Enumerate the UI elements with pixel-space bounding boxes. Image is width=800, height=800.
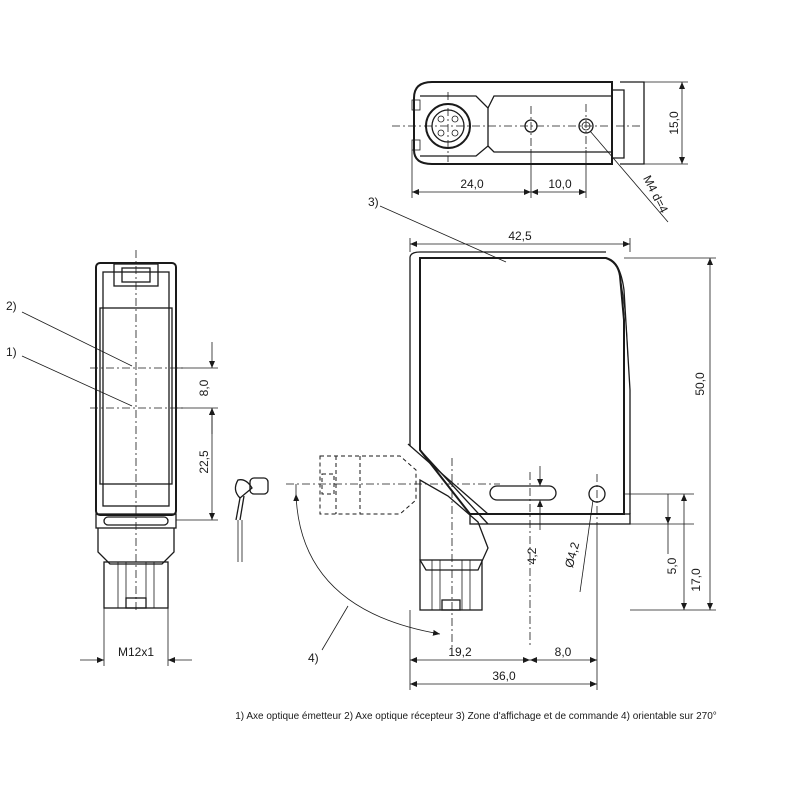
front-view: 8,0 22,5 2) 1) M12x1 (6, 250, 218, 666)
dim-connector-thread: M12x1 (118, 645, 154, 659)
dim-top-left-width: 24,0 (460, 177, 484, 191)
side-view-housing (419, 257, 625, 515)
callout-1: 1) (6, 345, 17, 359)
dim-top-height: 15,0 (667, 111, 681, 135)
dim-height-total: 50,0 (693, 372, 707, 396)
dim-hole-spacing: 8,0 (555, 645, 572, 659)
front-connector (103, 561, 169, 609)
dim-hole-diameter: Ø4,2 (562, 540, 582, 569)
display-zone (605, 257, 631, 514)
dim-axis-spacing: 8,0 (197, 379, 211, 396)
side-view: 42,5 3) 50,0 17,0 5,0 4,2 Ø4,2 19,2 8,0 (286, 195, 716, 690)
callout-2: 2) (6, 299, 17, 313)
dim-hole-height: 5,0 (665, 557, 679, 574)
mounting-slot (489, 485, 557, 501)
cable-plug-icon (234, 477, 269, 562)
dim-top-right-width: 10,0 (548, 177, 572, 191)
dim-conn-offset: 19,2 (448, 645, 472, 659)
dim-axis-from-bottom: 17,0 (689, 568, 703, 592)
dim-width-bottom: 36,0 (492, 669, 516, 683)
callout-3: 3) (368, 195, 379, 209)
dim-slot-height: 4,2 (525, 547, 539, 564)
optical-window (99, 307, 173, 485)
callout-4: 4) (308, 651, 319, 665)
top-view: 24,0 10,0 15,0 M4 d=4 (392, 81, 688, 223)
dim-axis-height: 22,5 (197, 450, 211, 474)
dim-width-total-top: 42,5 (508, 229, 532, 243)
legend-caption: 1) Axe optique émetteur 2) Axe optique r… (235, 711, 717, 722)
